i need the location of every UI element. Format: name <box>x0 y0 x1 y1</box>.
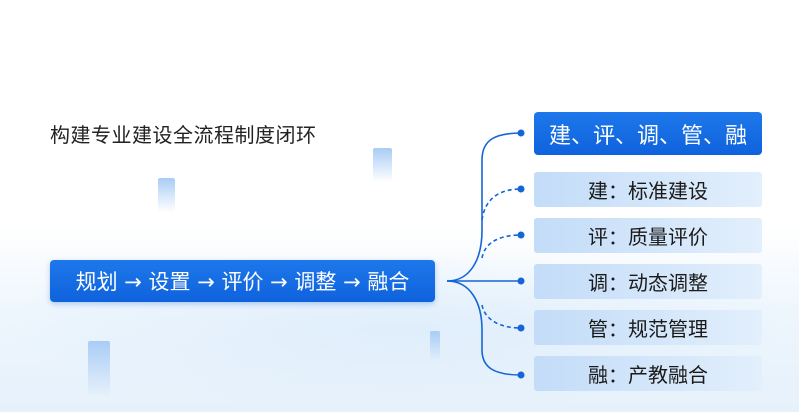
summary-box: 建、评、调、管、融 <box>534 112 762 155</box>
item-build: 建：标准建设 <box>534 172 762 207</box>
item-evaluate: 评：质量评价 <box>534 218 762 253</box>
connector-dot <box>517 129 525 137</box>
diagram-title: 构建专业建设全流程制度闭环 <box>50 123 317 147</box>
item-adjust: 调：动态调整 <box>534 264 762 299</box>
decor-bar <box>158 178 175 212</box>
connector-dot <box>517 277 525 285</box>
connector-dashed-1 <box>481 188 522 221</box>
decor-bar <box>88 341 110 397</box>
connector-dot <box>517 185 525 193</box>
connector-dot <box>517 324 525 332</box>
connector-dashed-4 <box>481 304 522 329</box>
connector-dashed-2 <box>481 234 522 259</box>
item-manage: 管：规范管理 <box>534 310 762 345</box>
connector-solid-bottom <box>446 280 522 376</box>
connector-dot <box>517 371 525 379</box>
connector-dot <box>517 231 525 239</box>
connector-solid-top <box>446 132 522 282</box>
item-integrate: 融：产教融合 <box>534 356 762 391</box>
decor-bar <box>430 331 440 361</box>
decor-bar <box>373 148 392 182</box>
process-flow-box: 规划 → 设置 → 评价 → 调整 → 融合 <box>50 260 435 302</box>
